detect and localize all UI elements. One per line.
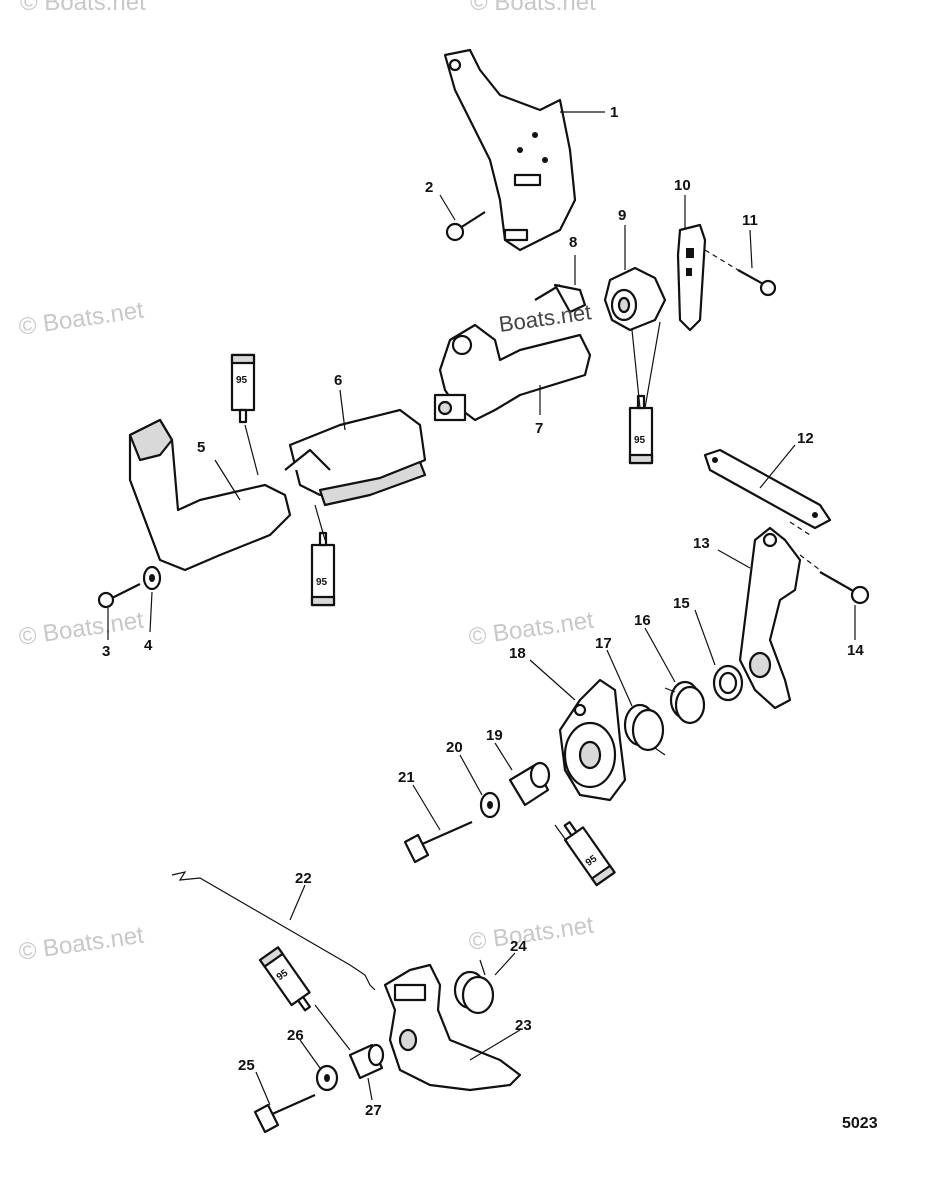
- part-grip-6: [284, 408, 427, 507]
- watermark: © Boats.net: [467, 607, 596, 651]
- callout-11: 11: [742, 212, 758, 229]
- sealant-tube: 95: [258, 946, 311, 1012]
- sealant-label: 95: [316, 577, 328, 588]
- watermark: © Boats.net: [470, 0, 596, 16]
- part-rod-22: [171, 871, 376, 991]
- watermark: © Boats.net: [20, 0, 146, 16]
- part-washer-26: [315, 1064, 339, 1092]
- part-spring-24: [453, 959, 495, 1015]
- part-lever-23: [383, 963, 522, 1092]
- sealant-label: 95: [236, 375, 248, 386]
- watermark: © Boats.net: [467, 912, 596, 956]
- watermark: © Boats.net: [17, 297, 146, 341]
- callout-13: 13: [693, 535, 710, 552]
- callout-26: 26: [287, 1027, 304, 1044]
- leader-lines: [107, 111, 856, 1106]
- callout-16: 16: [634, 612, 651, 629]
- callout-24: 24: [510, 938, 527, 955]
- part-clip-10: [676, 223, 707, 332]
- callout-20: 20: [446, 739, 463, 756]
- callout-22: 22: [295, 870, 312, 887]
- callout-1: 1: [610, 104, 618, 121]
- callout-19: 19: [486, 727, 503, 744]
- callout-17: 17: [595, 635, 612, 652]
- callout-10: 10: [674, 177, 691, 194]
- callout-14: 14: [847, 642, 864, 659]
- part-bolt-25: [253, 1093, 316, 1134]
- part-bearing-9: [603, 266, 667, 332]
- callout-25: 25: [238, 1057, 255, 1074]
- part-washer-15: [712, 664, 744, 702]
- callout-18: 18: [509, 645, 526, 662]
- watermark: © Boats.net: [17, 607, 146, 651]
- part-bushing-19: [508, 761, 551, 807]
- part-pin-8: [534, 283, 587, 314]
- part-lever-13: [738, 526, 802, 710]
- callout-9: 9: [618, 207, 626, 224]
- part-washer-4: [142, 565, 162, 591]
- callout-6: 6: [334, 372, 342, 389]
- sealant-label: 95: [634, 435, 646, 446]
- callouts: 1 2 3 4 5 6 7 8 9 10 11 12 13 14 15 16 1…: [102, 104, 864, 1119]
- part-bracket-plate: [443, 48, 577, 252]
- callout-12: 12: [797, 430, 814, 447]
- part-spring-16: [664, 680, 706, 725]
- part-spring-17: [623, 703, 666, 756]
- callout-3: 3: [102, 643, 110, 660]
- part-washer-20: [479, 791, 501, 819]
- callout-21: 21: [398, 769, 415, 786]
- callout-4: 4: [144, 637, 153, 654]
- callout-5: 5: [197, 439, 205, 456]
- part-screw-11: [737, 269, 777, 297]
- center-watermark: Boats.net: [497, 299, 593, 337]
- part-cam-housing-18: [558, 678, 627, 802]
- callout-8: 8: [569, 234, 577, 251]
- sealant-tube: 95: [563, 821, 616, 887]
- sealant-tube: 95: [628, 394, 654, 465]
- part-handle-cover-5: [128, 418, 292, 572]
- part-bushing-27: [348, 1043, 385, 1080]
- part-link-12: [703, 448, 832, 530]
- part-screw-14: [819, 571, 870, 605]
- sealant-tube: 95: [230, 353, 256, 424]
- callout-23: 23: [515, 1017, 532, 1034]
- callout-2: 2: [425, 179, 433, 196]
- part-throttle-assembly-7: [433, 323, 592, 422]
- sealant-tube: 95: [310, 531, 336, 607]
- part-screw-2: [445, 211, 486, 242]
- callout-15: 15: [673, 595, 690, 612]
- part-screw-3: [97, 583, 141, 609]
- callout-7: 7: [535, 420, 543, 437]
- watermark: © Boats.net: [17, 922, 146, 966]
- callout-27: 27: [365, 1102, 382, 1119]
- drawing-number: 5023: [842, 1115, 878, 1132]
- part-bolt-21: [403, 820, 473, 864]
